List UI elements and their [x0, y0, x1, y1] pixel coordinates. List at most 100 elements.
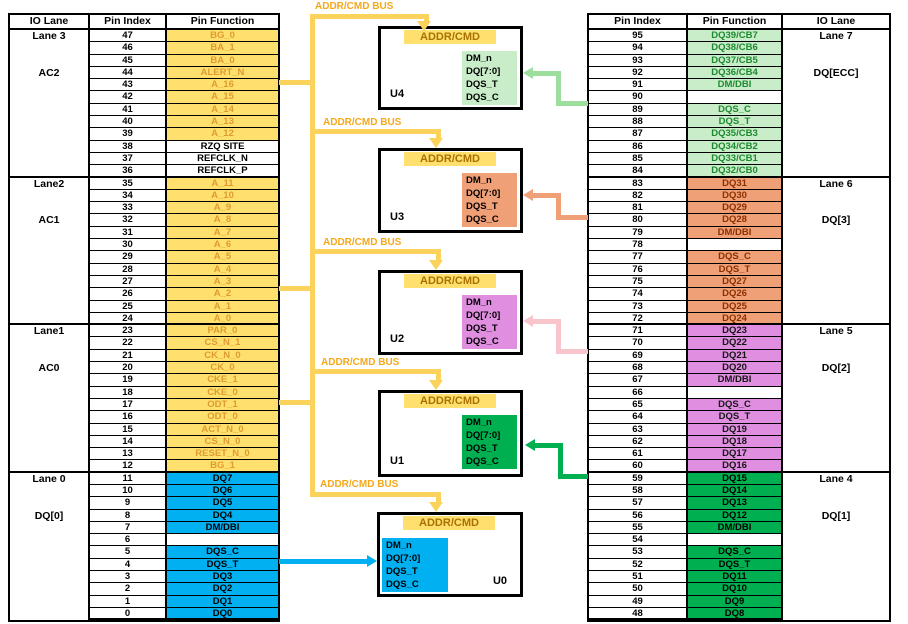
pin-index-cell: 86: [589, 140, 686, 153]
pin-function-cell: A_0: [167, 312, 278, 326]
pin-function-cell: DQ34/CB2: [688, 140, 781, 153]
pin-index-cell: 78: [589, 239, 686, 252]
pin-function-cell: DQ18: [688, 435, 781, 449]
lane-name-label: Lane 7: [819, 30, 853, 42]
pin-index-cell: 18: [90, 386, 165, 399]
pin-function-cell: DQ0: [167, 607, 278, 621]
pin-function-cell: DQ31: [688, 177, 781, 190]
pin-index-cell: 38: [90, 140, 165, 153]
pin-function-cell: REFCLK_P: [167, 165, 278, 178]
pin-index-cell: 59: [589, 472, 686, 485]
chip-signal-label: DQS_T: [466, 201, 498, 212]
pin-index-cell: 37: [90, 152, 165, 166]
chip-signal-label: DQ[7:0]: [466, 310, 501, 321]
pin-function-cell: BA_0: [167, 54, 278, 67]
arrow-seg: [535, 443, 558, 448]
pin-index-cell: 4: [90, 558, 165, 572]
pin-function-cell: A_13: [167, 116, 278, 129]
bus-label-u2: ADDR/CMD BUS: [323, 237, 402, 248]
bus-arrowhead-u0: [429, 502, 443, 512]
chip-signal-label: DQS_T: [466, 443, 498, 454]
bus-branch-u3: [315, 129, 441, 134]
arrowhead-left: [523, 67, 533, 79]
pin-function-cell: DQS_T: [688, 116, 781, 129]
io-lane-header: IO Lane: [10, 15, 88, 30]
pin-function-cell: CS_N_0: [167, 435, 278, 449]
pin-function-cell: RESET_N_0: [167, 448, 278, 461]
pin-function-cell: DQ22: [688, 337, 781, 350]
bus-branch-u1: [315, 369, 441, 374]
pin-index-cell: 88: [589, 116, 686, 129]
pin-index-cell: 36: [90, 165, 165, 178]
pin-index-cell: 6: [90, 534, 165, 547]
pin-function-cell: ODT_0: [167, 411, 278, 424]
chip-signal-label: DQ[7:0]: [466, 188, 501, 199]
chip-signal-label: DQ[7:0]: [386, 553, 421, 564]
pin-index-cell: 70: [589, 337, 686, 350]
bus-branch-u0: [310, 492, 441, 497]
pin-index-cell: 57: [589, 497, 686, 510]
pin-index-cell: 85: [589, 152, 686, 166]
pin-function-cell: DQ3: [167, 571, 278, 584]
pin-function-cell: DQ14: [688, 484, 781, 498]
pin-function-cell: DQ15: [688, 472, 781, 485]
pin-function-cell: DQ29: [688, 202, 781, 215]
pin-index-cell: 3: [90, 571, 165, 584]
arrow-seg: [556, 71, 561, 106]
pin-index-cell: 8: [90, 509, 165, 522]
pin-index-cell: 65: [589, 398, 686, 412]
pin-index-cell: 41: [90, 103, 165, 117]
pin-function-cell: DQ27: [688, 275, 781, 289]
pin-function-cell: A_9: [167, 202, 278, 215]
chip-name-label: U3: [390, 211, 405, 223]
pin-index-cell: 84: [589, 165, 686, 178]
pin-index-cell: 0: [90, 607, 165, 621]
chip-name-label: U4: [390, 88, 405, 100]
pin-function-cell: DQ11: [688, 571, 781, 584]
pin-index-cell: 22: [90, 337, 165, 350]
pin-index-cell: 56: [589, 509, 686, 522]
lane-name-label: Lane2: [33, 177, 65, 190]
pin-index-cell: 42: [90, 91, 165, 104]
pin-index-cell: 20: [90, 362, 165, 375]
pin-index-cell: 16: [90, 411, 165, 424]
bus-arrowhead-u2: [429, 260, 443, 270]
pin-index-cell: 11: [90, 472, 165, 485]
arrow-seg: [556, 193, 561, 220]
pin-index-cell: 10: [90, 484, 165, 498]
chip-signal-label: DQS_C: [466, 456, 499, 467]
lane-name-label: Lane 0: [32, 472, 66, 485]
pin-index-cell: 82: [589, 189, 686, 203]
pin-function-cell: CKE_1: [167, 374, 278, 387]
pin-index-cell: 76: [589, 263, 686, 276]
pin-index-cell: 9: [90, 497, 165, 510]
pin-function-cell: DQ8: [688, 607, 781, 621]
pin-function-cell: DQ25: [688, 300, 781, 313]
pin-index-cell: 75: [589, 275, 686, 289]
pin-index-cell: 50: [589, 583, 686, 596]
chip-signal-label: DM_n: [386, 540, 412, 551]
pin-index-cell: 53: [589, 546, 686, 559]
pin-function-cell: DQS_C: [688, 251, 781, 264]
pin-index-cell: 29: [90, 251, 165, 264]
pin-function-cell: DQ6: [167, 484, 278, 498]
pin-function-cell: DQS_C: [167, 546, 278, 559]
bus-branch-u0-drop: [436, 492, 441, 503]
pin-index-cell: 13: [90, 448, 165, 461]
pin-function-cell: DQ30: [688, 189, 781, 203]
arrow-seg: [533, 319, 556, 324]
pin-function-cell: ODT_1: [167, 398, 278, 412]
chip-signal-label: DQ[7:0]: [466, 66, 501, 77]
pin-index-cell: 68: [589, 362, 686, 375]
arrow-seg: [558, 443, 563, 479]
chip-name-label: U2: [390, 333, 405, 345]
pin-index-cell: 49: [589, 595, 686, 608]
pin-index-cell: 93: [589, 54, 686, 67]
pin-index-cell: 80: [589, 214, 686, 227]
